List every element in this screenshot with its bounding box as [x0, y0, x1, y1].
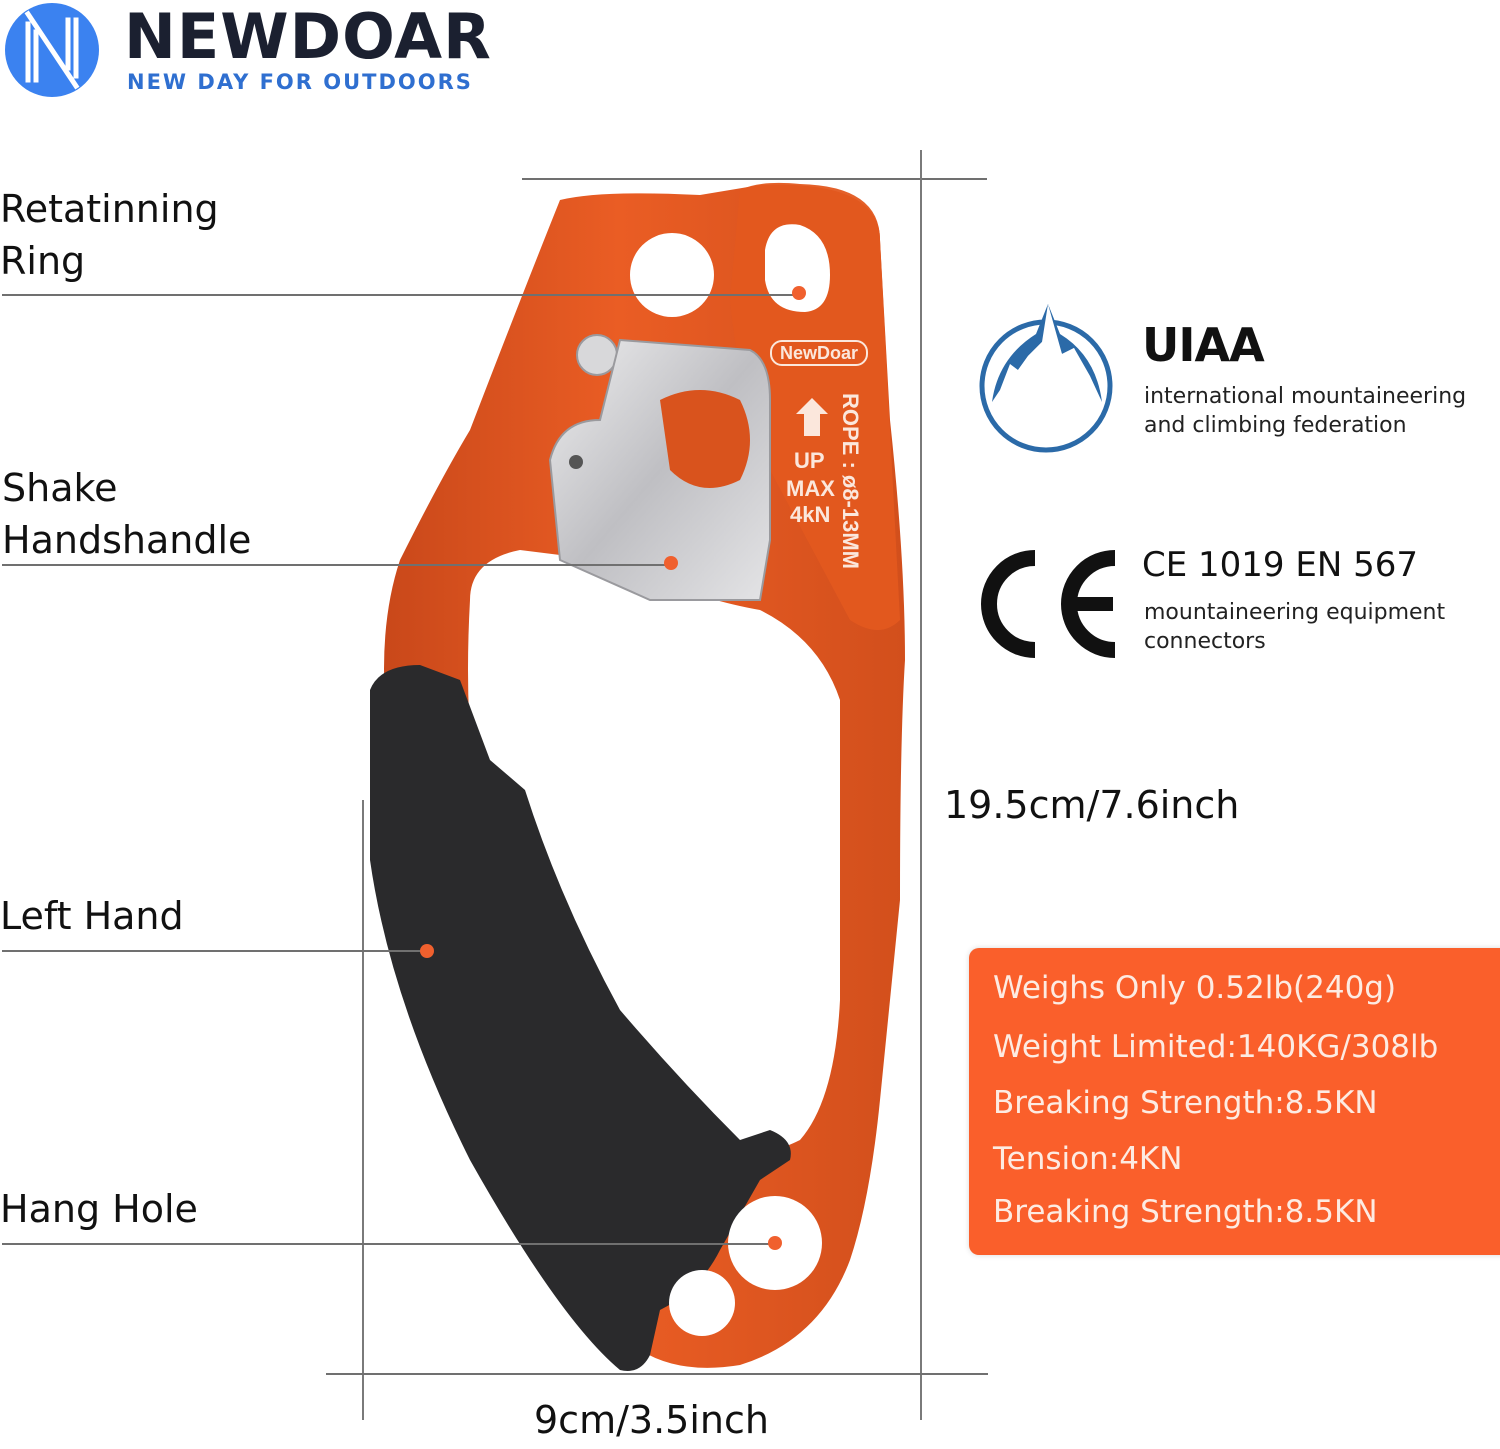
callout-label: Ring [0, 239, 86, 283]
callout-label: Handshandle [2, 518, 252, 562]
brand-name: NEWDOAR [124, 0, 492, 73]
newdoar-logo-icon [4, 2, 100, 98]
uiaa-mountain-icon [978, 298, 1118, 458]
retaining-ring-leader [2, 294, 797, 296]
callout-retaining-ring: Retatinning Ring [0, 183, 219, 287]
bottom-dimension-line [326, 1373, 988, 1375]
callout-shake-handshandle: Shake Handshandle [2, 462, 251, 566]
brand-tagline: NEW DAY FOR OUTDOORS [127, 70, 473, 94]
engraving-rope: ROPE : ø8-13MM [838, 392, 863, 570]
shake-handshandle-leader [2, 564, 667, 566]
callout-hang-hole: Hang Hole [0, 1183, 198, 1235]
uiaa-subtitle-2: and climbing federation [1144, 413, 1407, 438]
callout-label: Hang Hole [0, 1187, 198, 1231]
ce-mark-icon [975, 550, 1120, 662]
hang-hole-marker [768, 1236, 782, 1250]
ce-subtitle-2: connectors [1144, 629, 1266, 654]
height-dimension: 19.5cm/7.6inch [944, 783, 1240, 827]
spec-weight-limit: Weight Limited:140KG/308lb [993, 1029, 1439, 1065]
callout-label: Left Hand [0, 894, 184, 938]
uiaa-title: UIAA [1142, 318, 1265, 372]
callout-label: Retatinning [0, 187, 219, 231]
top-dimension-line [522, 178, 987, 180]
left-hand-marker [420, 944, 434, 958]
hang-hole-leader [2, 1243, 774, 1245]
spec-tension: Tension:4KN [993, 1141, 1183, 1177]
left-dimension-line [362, 800, 364, 1420]
retaining-ring-marker [792, 286, 806, 300]
shake-handshandle-marker [664, 556, 678, 570]
uiaa-subtitle-1: international mountaineering [1144, 384, 1467, 409]
up-arrow-icon [796, 398, 828, 440]
left-hand-leader [2, 950, 427, 952]
hand-ascender-illustration [340, 180, 930, 1380]
specs-box: Weighs Only 0.52lb(240g) Weight Limited:… [969, 948, 1500, 1255]
right-dimension-line [920, 150, 922, 1420]
engraving-max: MAX [786, 476, 835, 501]
callout-label: Shake [2, 466, 118, 510]
spec-breaking-strength-2: Breaking Strength:8.5KN [993, 1194, 1378, 1230]
ce-subtitle-1: mountaineering equipment [1144, 600, 1446, 625]
device-engraved-logo: NewDoar [770, 340, 869, 366]
engraving-up: UP [794, 448, 825, 473]
ce-title: CE 1019 EN 567 [1142, 545, 1418, 585]
spec-weight: Weighs Only 0.52lb(240g) [993, 970, 1397, 1006]
engraving-load: 4kN [790, 502, 831, 527]
callout-left-hand: Left Hand [0, 890, 184, 942]
spec-breaking-strength: Breaking Strength:8.5KN [993, 1085, 1378, 1121]
width-dimension: 9cm/3.5inch [534, 1398, 769, 1442]
